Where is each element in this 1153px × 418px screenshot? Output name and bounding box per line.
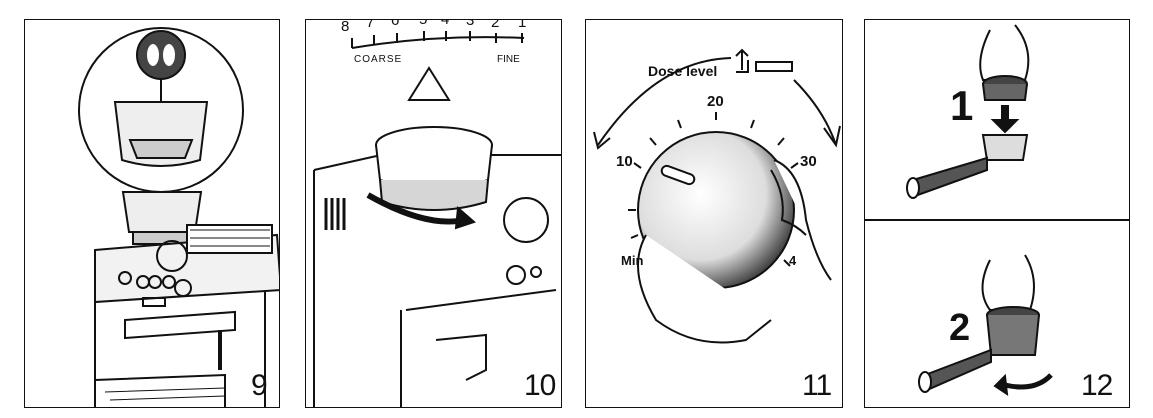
right-arc	[793, 79, 837, 146]
scale-tick-4: 4	[441, 19, 450, 28]
dial-mark-20: 20	[707, 93, 724, 110]
scale-tick-7: 7	[366, 19, 375, 31]
dial-mark-min: Min	[621, 253, 644, 268]
dial-mark-10: 10	[616, 153, 633, 170]
scale-tick-5: 5	[419, 19, 428, 28]
dose-icon	[735, 48, 749, 73]
scale-tick-3: 3	[466, 19, 475, 29]
indicator-triangle	[407, 66, 451, 101]
panel-number: 12	[1081, 369, 1113, 402]
panel-9-illustration	[78, 27, 279, 407]
panel-12: 1 2 12	[864, 19, 1130, 408]
step-2-number: 2	[949, 307, 971, 349]
scale-tick-2: 2	[491, 19, 500, 31]
scale-tick-1: 1	[518, 19, 527, 31]
panel-10: 8 7 6 5 4 3 2 1 COARSE FINE 10	[305, 19, 562, 408]
coarse-label: COARSE	[354, 54, 403, 65]
fine-label: FINE	[497, 54, 520, 65]
panel-12-illustration	[865, 24, 1129, 397]
panel-9: 9	[24, 19, 280, 408]
bean-icon	[136, 30, 186, 80]
panel-11-illustration	[593, 48, 841, 344]
grind-scale-arc	[351, 36, 525, 49]
panel-number: 11	[802, 369, 832, 402]
dial-mark-4: 4	[789, 253, 797, 268]
panel-number: 10	[524, 369, 556, 402]
step-1-number: 1	[950, 82, 974, 129]
scale-tick-6: 6	[391, 19, 400, 29]
panel-number: 9	[251, 369, 268, 402]
left-arc	[597, 57, 732, 146]
panel-11: Dose level 20 10 30 Min 4 11	[585, 19, 843, 408]
panel-10-illustration	[313, 31, 561, 407]
dose-level-label: Dose level	[648, 63, 718, 79]
scale-tick-8: 8	[341, 19, 350, 35]
dial-mark-30: 30	[800, 153, 817, 170]
